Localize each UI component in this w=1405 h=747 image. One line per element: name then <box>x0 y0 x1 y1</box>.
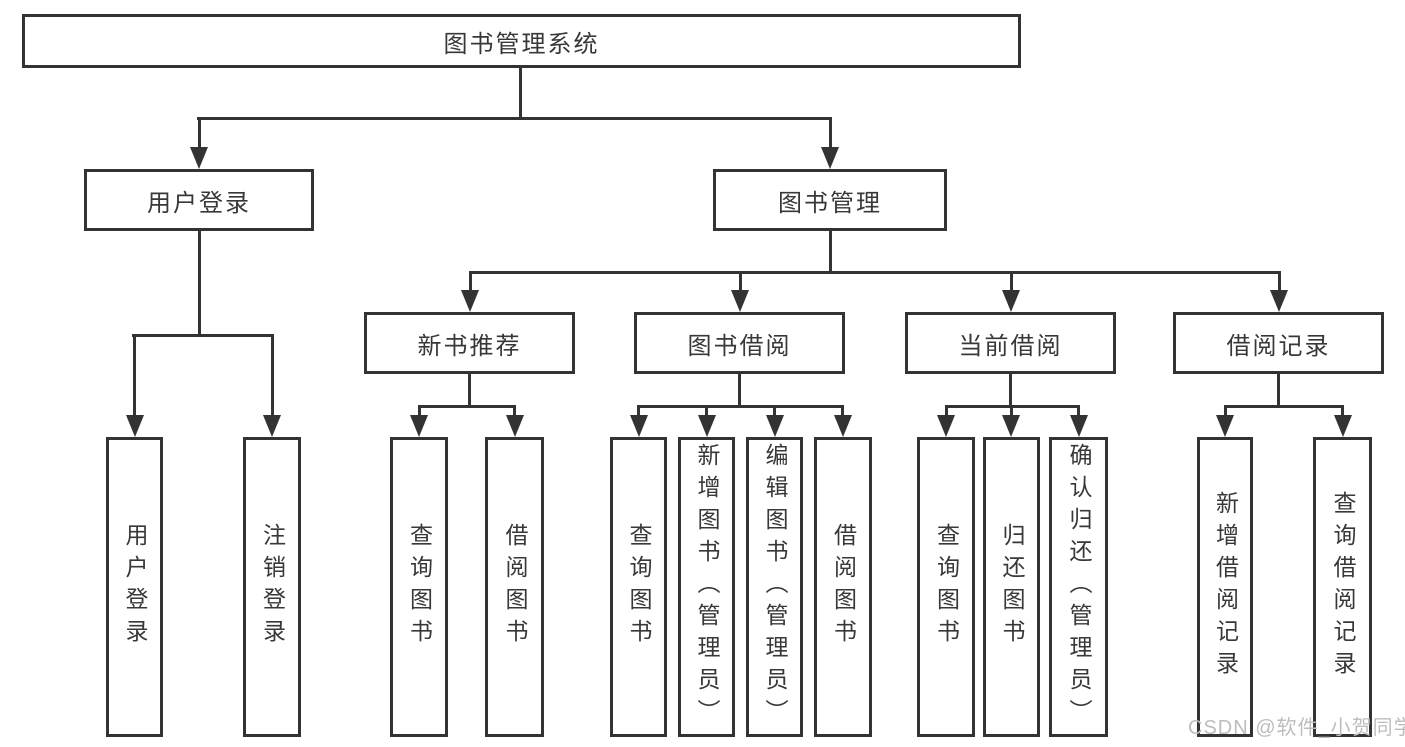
leaf-user-login-label: 用户登录 <box>122 523 148 651</box>
connector-root-drop <box>519 68 522 120</box>
arrowhead-into-query-book-3 <box>937 415 955 437</box>
arrowhead-into-borrow-records <box>1270 290 1288 312</box>
leaf-user-login: 用户登录 <box>106 437 163 737</box>
connector-stub-query-borrow-record <box>1341 405 1344 417</box>
node-new-book-recommend-label: 新书推荐 <box>417 332 522 360</box>
leaf-borrow-book-2-label: 借阅图书 <box>830 523 857 651</box>
leaf-return-book-label: 归还图书 <box>999 523 1025 651</box>
connector-stub-add-borrow-record <box>1224 405 1227 417</box>
leaf-query-book-2: 查询图书 <box>610 437 667 737</box>
leaf-logout-login-label: 注销登录 <box>259 523 286 651</box>
connector-stub-current-borrow <box>1010 271 1013 292</box>
connector-stub-add-book <box>705 405 708 417</box>
connector-stub-query-book-2 <box>637 405 640 417</box>
connector-stub-confirm-return <box>1077 405 1080 417</box>
node-book-borrow-label: 图书借阅 <box>687 332 792 360</box>
arrowhead-into-query-borrow-record <box>1334 415 1352 437</box>
node-borrow-records-label: 借阅记录 <box>1226 332 1331 360</box>
arrowhead-into-new-book-recommend <box>461 290 479 312</box>
connector-stub-borrow-book-1 <box>513 405 516 417</box>
arrowhead-into-borrow-book-1 <box>506 415 524 437</box>
connector-new-book-recommend-drop <box>468 374 471 408</box>
connector-stub-borrow-records <box>1278 271 1281 292</box>
leaf-query-book-3: 查询图书 <box>917 437 975 737</box>
leaf-add-borrow-record-label: 新增借阅记录 <box>1212 491 1239 683</box>
arrowhead-into-user-login <box>190 147 208 169</box>
connector-stub-book-borrow <box>739 271 742 292</box>
connector-level2-hline <box>469 271 1280 274</box>
connector-borrow-records-hline <box>1224 405 1344 408</box>
arrowhead-into-book-management <box>821 147 839 169</box>
leaf-query-borrow-record: 查询借阅记录 <box>1313 437 1372 737</box>
connector-book-management-drop <box>829 231 832 274</box>
connector-stub-leaf-logout <box>271 334 274 417</box>
connector-level1-hline <box>197 117 831 120</box>
connector-book-borrow-drop <box>738 374 741 408</box>
node-book-management: 图书管理 <box>713 169 947 231</box>
connector-borrow-records-drop <box>1277 374 1280 408</box>
leaf-add-book-admin-label: 新增图书（管理员） <box>694 443 720 731</box>
leaf-borrow-book-2: 借阅图书 <box>814 437 872 737</box>
leaf-confirm-return-admin-label: 确认归还（管理员） <box>1066 443 1092 731</box>
arrowhead-into-book-borrow <box>731 290 749 312</box>
node-user-login: 用户登录 <box>84 169 314 231</box>
arrowhead-into-leaf-user-login <box>126 415 144 437</box>
connector-stub-user-login <box>198 117 201 149</box>
connector-current-borrow-drop <box>1009 374 1012 408</box>
leaf-borrow-book-1-label: 借阅图书 <box>502 523 528 651</box>
arrowhead-into-current-borrow <box>1002 290 1020 312</box>
node-user-login-label: 用户登录 <box>147 189 251 217</box>
arrowhead-into-query-book-1 <box>410 415 428 437</box>
connector-stub-leaf-user-login <box>133 334 136 417</box>
connector-new-book-recommend-hline <box>418 405 516 408</box>
leaf-query-book-1: 查询图书 <box>390 437 448 737</box>
leaf-logout-login: 注销登录 <box>243 437 301 737</box>
leaf-return-book: 归还图书 <box>983 437 1040 737</box>
arrowhead-into-add-borrow-record <box>1216 415 1234 437</box>
connector-stub-edit-book <box>773 405 776 417</box>
leaf-edit-book-admin: 编辑图书（管理员） <box>746 437 803 737</box>
arrowhead-into-edit-book <box>766 415 784 437</box>
arrowhead-into-borrow-book-2 <box>834 415 852 437</box>
csdn-watermark: CSDN @软件_小贺同学 <box>1188 717 1405 739</box>
node-book-management-label: 图书管理 <box>778 189 882 217</box>
leaf-borrow-book-1: 借阅图书 <box>485 437 544 737</box>
leaf-query-borrow-record-label: 查询借阅记录 <box>1330 491 1356 683</box>
connector-stub-new-book-recommend <box>469 271 472 292</box>
node-borrow-records: 借阅记录 <box>1173 312 1384 374</box>
node-root: 图书管理系统 <box>22 14 1021 68</box>
leaf-confirm-return-admin: 确认归还（管理员） <box>1049 437 1108 737</box>
connector-stub-borrow-book-2 <box>841 405 844 417</box>
connector-user-login-hline <box>132 334 273 337</box>
connector-stub-book-management <box>829 117 832 149</box>
connector-stub-query-book-3 <box>945 405 948 417</box>
node-root-label: 图书管理系统 <box>443 30 600 58</box>
leaf-query-book-1-label: 查询图书 <box>406 523 433 651</box>
arrowhead-into-add-book <box>698 415 716 437</box>
arrowhead-into-query-book-2 <box>630 415 648 437</box>
node-current-borrow-label: 当前借阅 <box>958 332 1063 360</box>
arrowhead-into-leaf-logout <box>263 415 281 437</box>
connector-user-login-drop <box>198 231 201 337</box>
node-current-borrow: 当前借阅 <box>905 312 1116 374</box>
arrowhead-into-return-book <box>1002 415 1020 437</box>
connector-stub-query-book-1 <box>418 405 421 417</box>
node-new-book-recommend: 新书推荐 <box>364 312 575 374</box>
connector-book-borrow-hline <box>637 405 844 408</box>
leaf-edit-book-admin-label: 编辑图书（管理员） <box>762 443 788 731</box>
leaf-query-book-3-label: 查询图书 <box>933 523 960 651</box>
connector-stub-return-book <box>1010 405 1013 417</box>
arrowhead-into-confirm-return <box>1070 415 1088 437</box>
leaf-add-book-admin: 新增图书（管理员） <box>678 437 735 737</box>
leaf-query-book-2-label: 查询图书 <box>626 523 652 651</box>
node-book-borrow: 图书借阅 <box>634 312 845 374</box>
leaf-add-borrow-record: 新增借阅记录 <box>1197 437 1253 737</box>
